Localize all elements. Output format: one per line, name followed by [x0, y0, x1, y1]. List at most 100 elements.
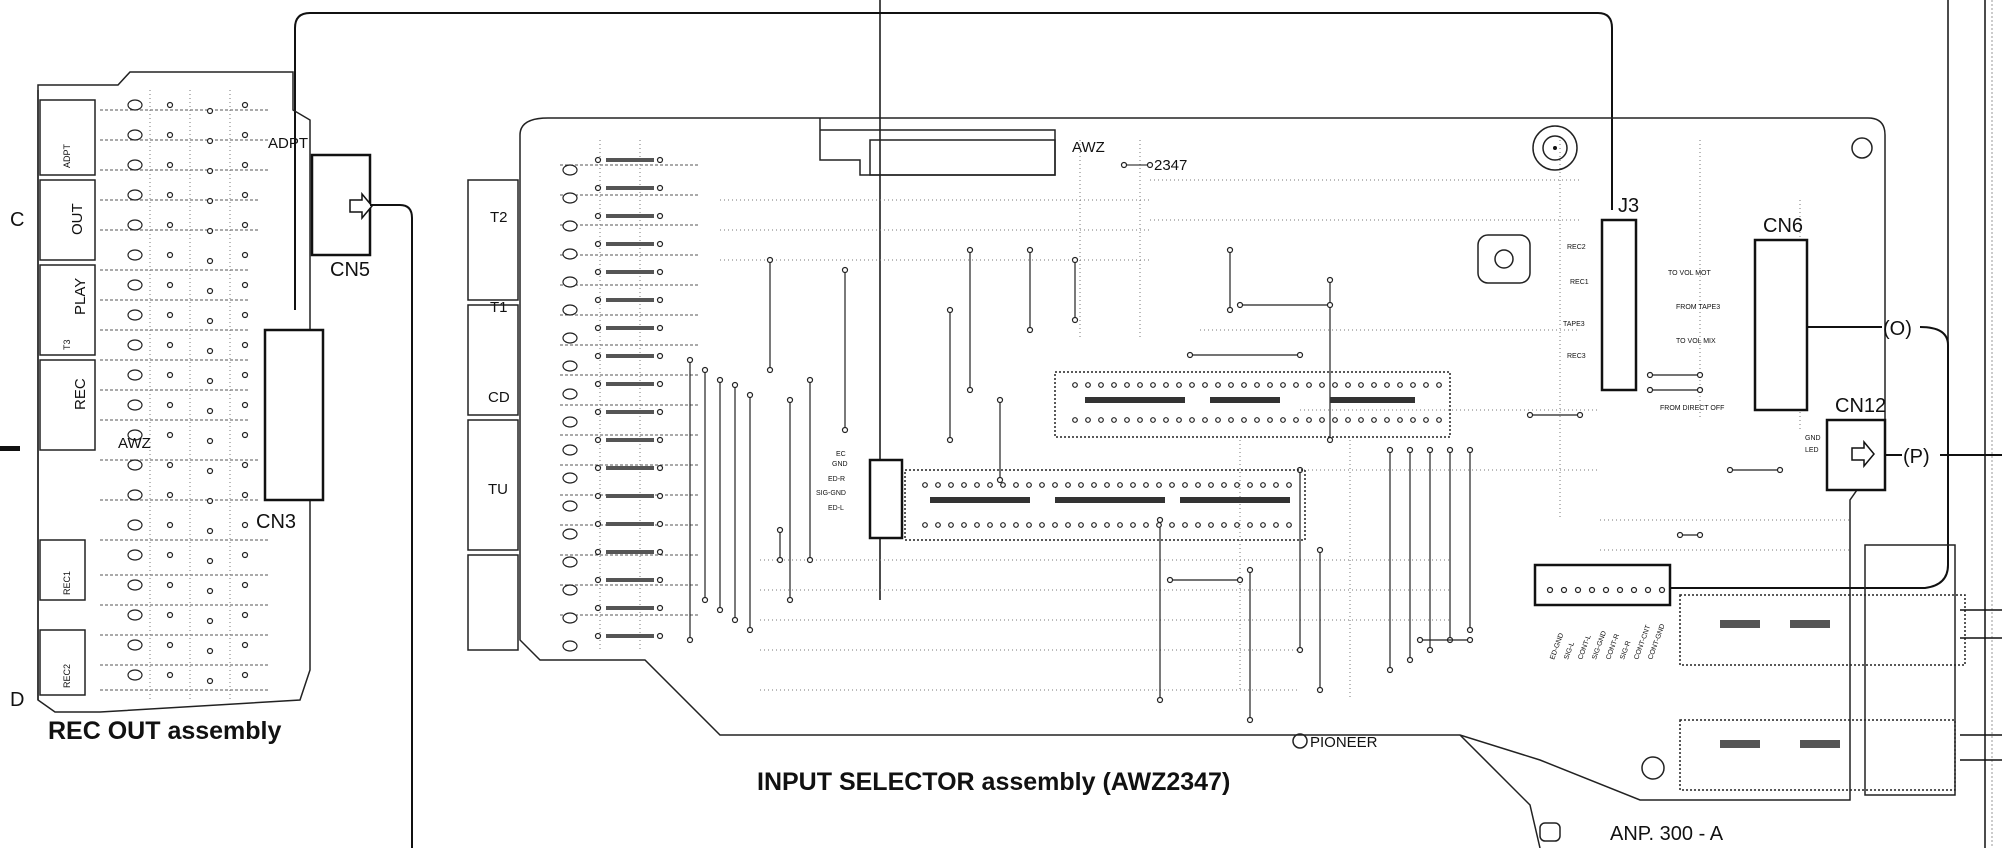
ic-pad [1436, 382, 1442, 388]
ic-pad [1169, 482, 1175, 488]
ic-pad [1026, 482, 1032, 488]
component-pad [1156, 516, 1164, 524]
anp-label: ANP. 300 - A [1610, 823, 1724, 845]
component-pad [1696, 531, 1704, 539]
ic-pad [1078, 522, 1084, 528]
bottom-connector-pin [1630, 586, 1638, 594]
side-label-t3: T3 [62, 339, 72, 350]
input-pad [594, 240, 602, 248]
bottom-connector-label: ED-GND [1549, 632, 1565, 660]
ic-pad [1202, 417, 1208, 423]
component-pad [1406, 656, 1414, 664]
left-conn-label-gnd: GND [832, 461, 848, 468]
ic-pad [1176, 382, 1182, 388]
input-pad [656, 464, 664, 472]
recout-pad [166, 431, 174, 439]
component-pad [1186, 351, 1194, 359]
input-pad [594, 156, 602, 164]
bottom-connector-pin [1560, 586, 1568, 594]
recout-pad [241, 491, 249, 499]
input-label-tu: TU [488, 481, 508, 498]
recout-pad [206, 527, 214, 535]
recout-pad [127, 609, 143, 621]
input-pad [594, 520, 602, 528]
input-pad [656, 240, 664, 248]
ic-pad [1130, 522, 1136, 528]
ic-pad [1241, 417, 1247, 423]
side-label-rec1: REC1 [62, 571, 72, 595]
cn12-label-led: LED [1805, 447, 1819, 454]
mounting-hole-2-inner [1494, 249, 1514, 269]
ic-pad [1013, 482, 1019, 488]
component-pad [1236, 301, 1244, 309]
input-pad [562, 444, 578, 456]
component-pad [1696, 386, 1704, 394]
component-pad [966, 246, 974, 254]
component-pad [746, 391, 754, 399]
component-pad [1226, 246, 1234, 254]
recout-pad [166, 641, 174, 649]
component-pad [1236, 576, 1244, 584]
recout-pad [241, 581, 249, 589]
ic-pad [1078, 482, 1084, 488]
bottom-connector-label: SIG-L [1563, 641, 1576, 661]
ic-pad [1124, 417, 1130, 423]
cn6-label: CN6 [1763, 215, 1803, 237]
ic-pad [1098, 417, 1104, 423]
component-pad [1026, 326, 1034, 334]
side-label-rec2: REC2 [62, 664, 72, 688]
component-pad [1156, 696, 1164, 704]
upper-ic-block [1054, 371, 1451, 438]
ic-pad [1410, 417, 1416, 423]
ic-pad [1345, 382, 1351, 388]
recout-pad [206, 137, 214, 145]
side-label-adpt: ADPT [62, 143, 72, 168]
input-pad [594, 380, 602, 388]
bottom-connector-pins [1546, 586, 1666, 594]
recout-pad [127, 189, 143, 201]
recout-pad [166, 401, 174, 409]
component-pad [806, 376, 814, 384]
component-pad [1726, 466, 1734, 474]
component-pad [1696, 371, 1704, 379]
left-conn-label-siggnd: SIG-GND [816, 490, 846, 497]
ic-pad [1202, 382, 1208, 388]
ic-pad [1293, 417, 1299, 423]
component-pad [1386, 666, 1394, 674]
ic-pad [1000, 482, 1006, 488]
resistor [606, 354, 654, 358]
cn6-connector [1753, 238, 1809, 412]
j3-connector [1600, 218, 1638, 392]
input-pad [656, 380, 664, 388]
ic-pad [1104, 482, 1110, 488]
mounting-hole-3 [1851, 137, 1873, 159]
component-pad [1416, 636, 1424, 644]
component-pad [776, 526, 784, 534]
ic-pad [1260, 482, 1266, 488]
ic-pad [1254, 382, 1260, 388]
recout-pad [241, 371, 249, 379]
ic-pad [1163, 417, 1169, 423]
ic-pad [1215, 417, 1221, 423]
ic-pad [1332, 382, 1338, 388]
recout-pad [241, 161, 249, 169]
input-pad [656, 212, 664, 220]
component-pad [1526, 411, 1534, 419]
ic-pad [1228, 417, 1234, 423]
component-pad [806, 556, 814, 564]
cn5-arrow-icon [349, 191, 373, 221]
ic-pad [922, 482, 928, 488]
resistor [606, 634, 654, 638]
input-pad [562, 416, 578, 428]
signal-o-label: (O) [1883, 318, 1912, 340]
bottom-connector-pin [1644, 586, 1652, 594]
ic-pad [1280, 382, 1286, 388]
recout-pad [241, 671, 249, 679]
resistor [606, 186, 654, 190]
ic-pad [1436, 417, 1442, 423]
ic-pad [1156, 522, 1162, 528]
ic-pad [974, 482, 980, 488]
recout-pad [206, 617, 214, 625]
input-pad [656, 576, 664, 584]
